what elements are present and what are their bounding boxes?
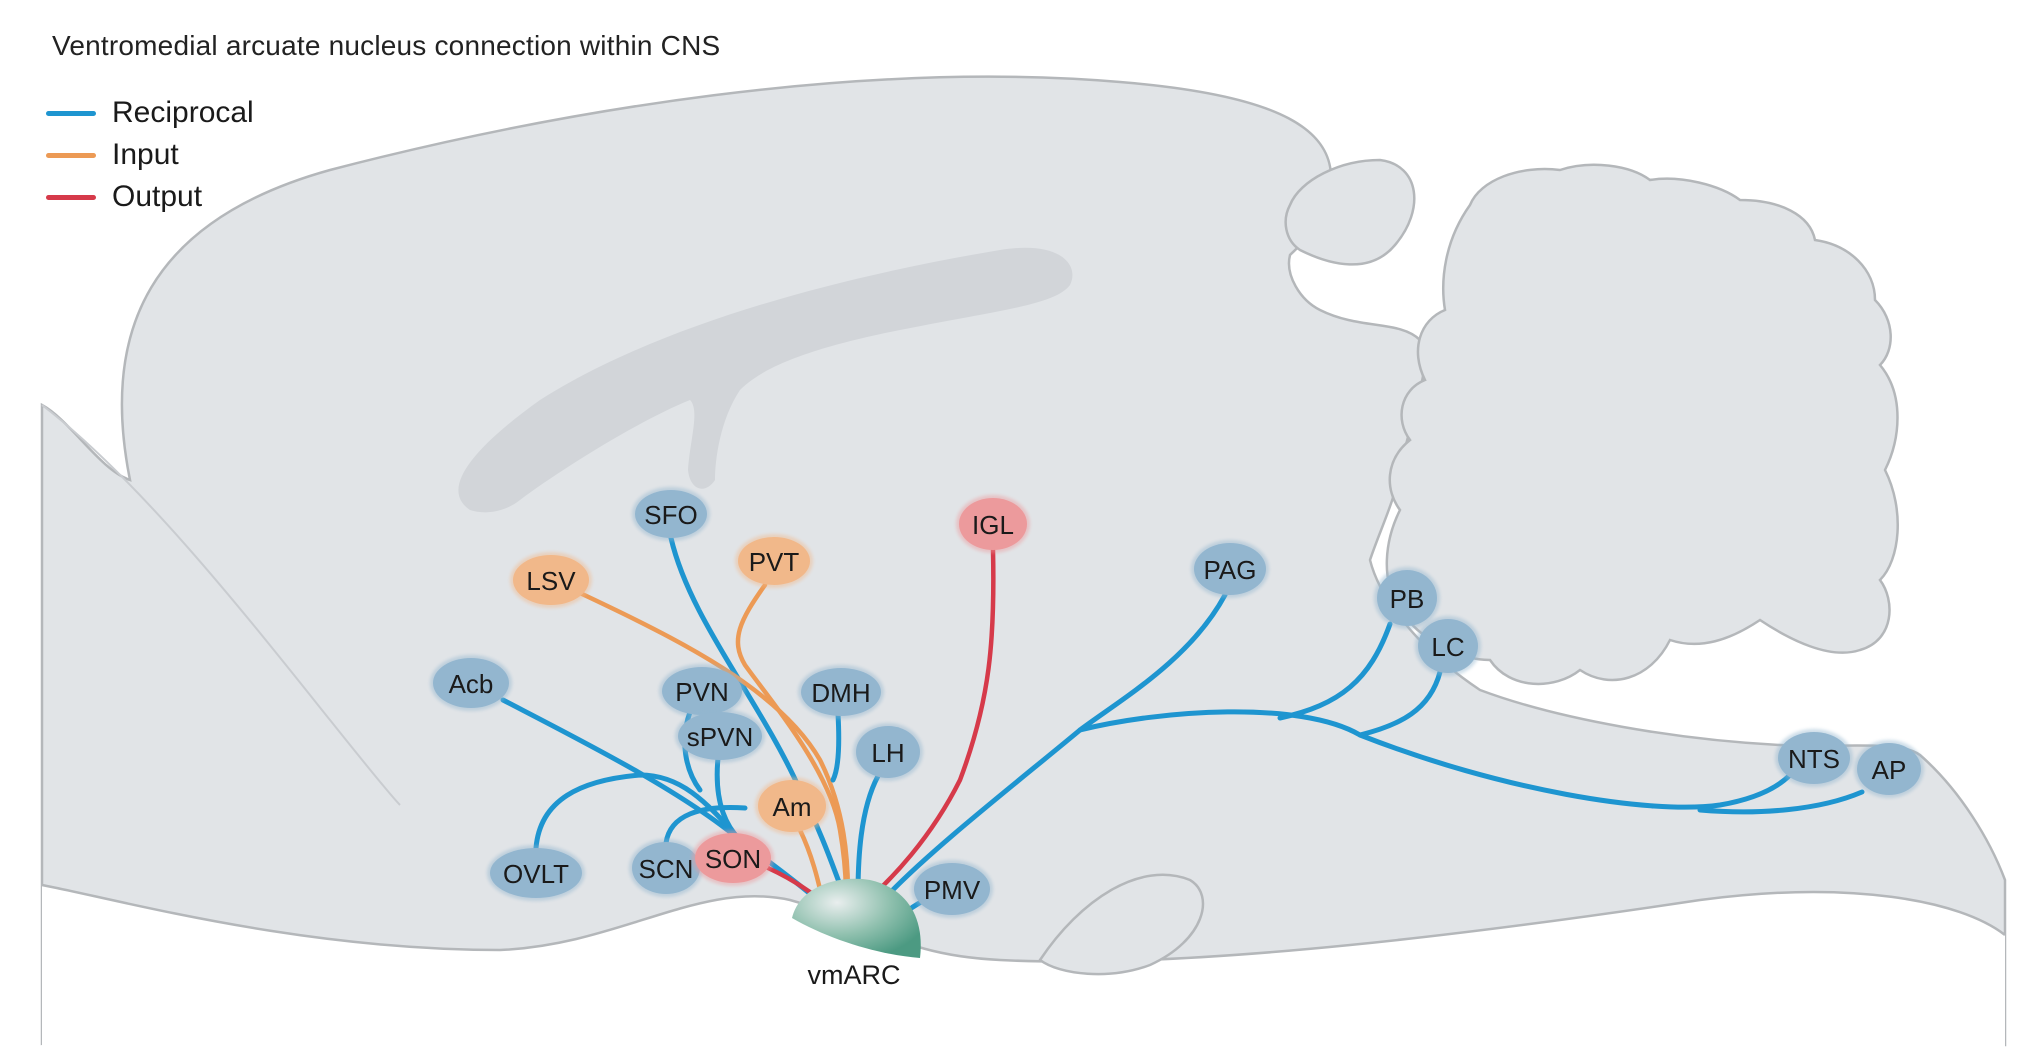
node-shape [632, 842, 700, 894]
pituitary-outline [1038, 873, 1205, 976]
legend-swatch-input [46, 152, 96, 158]
legend-label: Input [112, 138, 179, 171]
node-label: LH [871, 738, 904, 768]
node-igl[interactable]: IGL [956, 495, 1030, 553]
node-shape [1418, 619, 1478, 673]
legend-item-input: Input [46, 134, 254, 176]
node-label: NTS [1788, 744, 1840, 774]
node-pvt[interactable]: PVT [735, 534, 813, 588]
link-lsv-input [577, 590, 851, 898]
cerebellum-outline [1385, 163, 1899, 686]
node-shape [662, 667, 742, 715]
node-ovlt[interactable]: OVLT [487, 845, 585, 901]
link-nts-reciprocal [1077, 709, 1793, 810]
node-shape [433, 658, 509, 708]
legend-swatch-reciprocal [46, 110, 96, 116]
node-label: PMV [924, 875, 981, 905]
ventral-surface-cutout [0, 885, 2005, 1053]
legend-item-reciprocal: Reciprocal [46, 92, 254, 134]
link-scn-reciprocal [663, 805, 748, 846]
legend-swatch-output [46, 194, 96, 200]
node-label: SON [705, 844, 761, 874]
node-label: Acb [449, 669, 494, 699]
connection-links [500, 535, 1865, 918]
node-spvn[interactable]: sPVN [675, 709, 765, 763]
node-shape [695, 833, 771, 883]
ventricle-shape [458, 247, 1073, 513]
node-lc[interactable]: LC [1415, 616, 1481, 676]
node-pb[interactable]: PB [1374, 567, 1440, 629]
node-lh[interactable]: LH [853, 723, 923, 781]
node-shape [513, 555, 589, 605]
node-shape [1857, 743, 1921, 795]
legend-label: Reciprocal [112, 96, 254, 129]
node-pag[interactable]: PAG [1191, 540, 1269, 598]
node-shape [635, 490, 707, 538]
node-label: LSV [526, 566, 576, 596]
node-pmv[interactable]: PMV [911, 860, 993, 918]
node-label: SFO [644, 500, 697, 530]
legend: Reciprocal Input Output [46, 92, 254, 218]
node-lsv[interactable]: LSV [510, 552, 592, 608]
link-igl-output [867, 547, 996, 901]
node-scn[interactable]: SCN [629, 839, 703, 897]
node-label: SCN [639, 854, 694, 884]
olfactory-line [41, 404, 401, 806]
link-ap-reciprocal [1697, 789, 1865, 815]
node-shape [678, 712, 762, 760]
node-son[interactable]: SON [692, 830, 774, 886]
colliculus-outline [1284, 158, 1416, 266]
link-pb-reciprocal [1277, 621, 1393, 721]
node-shape [914, 863, 990, 915]
diagram-title: Ventromedial arcuate nucleus connection … [52, 30, 721, 61]
node-shape [856, 726, 920, 778]
link-pvt-input [735, 582, 849, 898]
node-label: IGL [972, 510, 1014, 540]
node-label: DMH [811, 678, 870, 708]
link-lc-reciprocal [1357, 669, 1443, 738]
node-ap[interactable]: AP [1854, 740, 1924, 798]
node-nts[interactable]: NTS [1775, 729, 1853, 787]
node-shape [1194, 543, 1266, 595]
node-label: sPVN [687, 722, 753, 752]
node-label: AP [1872, 755, 1907, 785]
node-label: Am [773, 792, 812, 822]
node-shape [490, 848, 582, 898]
node-shape [1778, 732, 1850, 784]
vmarc-label: vmARC [808, 960, 901, 990]
node-label: OVLT [503, 859, 569, 889]
node-shape [738, 537, 810, 585]
node-am[interactable]: Am [755, 777, 829, 835]
node-shape [801, 668, 881, 716]
legend-label: Output [112, 180, 203, 213]
link-dmh-reciprocal [830, 711, 842, 783]
node-label: PB [1390, 584, 1425, 614]
node-label: PVN [675, 677, 728, 707]
brain-outline [40, 75, 2007, 1047]
node-shape [959, 498, 1027, 550]
node-label: PAG [1204, 555, 1257, 585]
node-shape [758, 780, 826, 832]
node-label: PVT [749, 547, 800, 577]
node-sfo[interactable]: SFO [632, 487, 710, 541]
legend-item-output: Output [46, 176, 254, 218]
node-acb[interactable]: Acb [430, 655, 512, 711]
node-pvn[interactable]: PVN [659, 664, 745, 718]
node-dmh[interactable]: DMH [798, 665, 884, 719]
link-sfo-reciprocal [668, 535, 848, 898]
node-shape [1377, 570, 1437, 626]
vmarc-nucleus[interactable] [792, 878, 921, 958]
node-label: LC [1431, 632, 1464, 662]
